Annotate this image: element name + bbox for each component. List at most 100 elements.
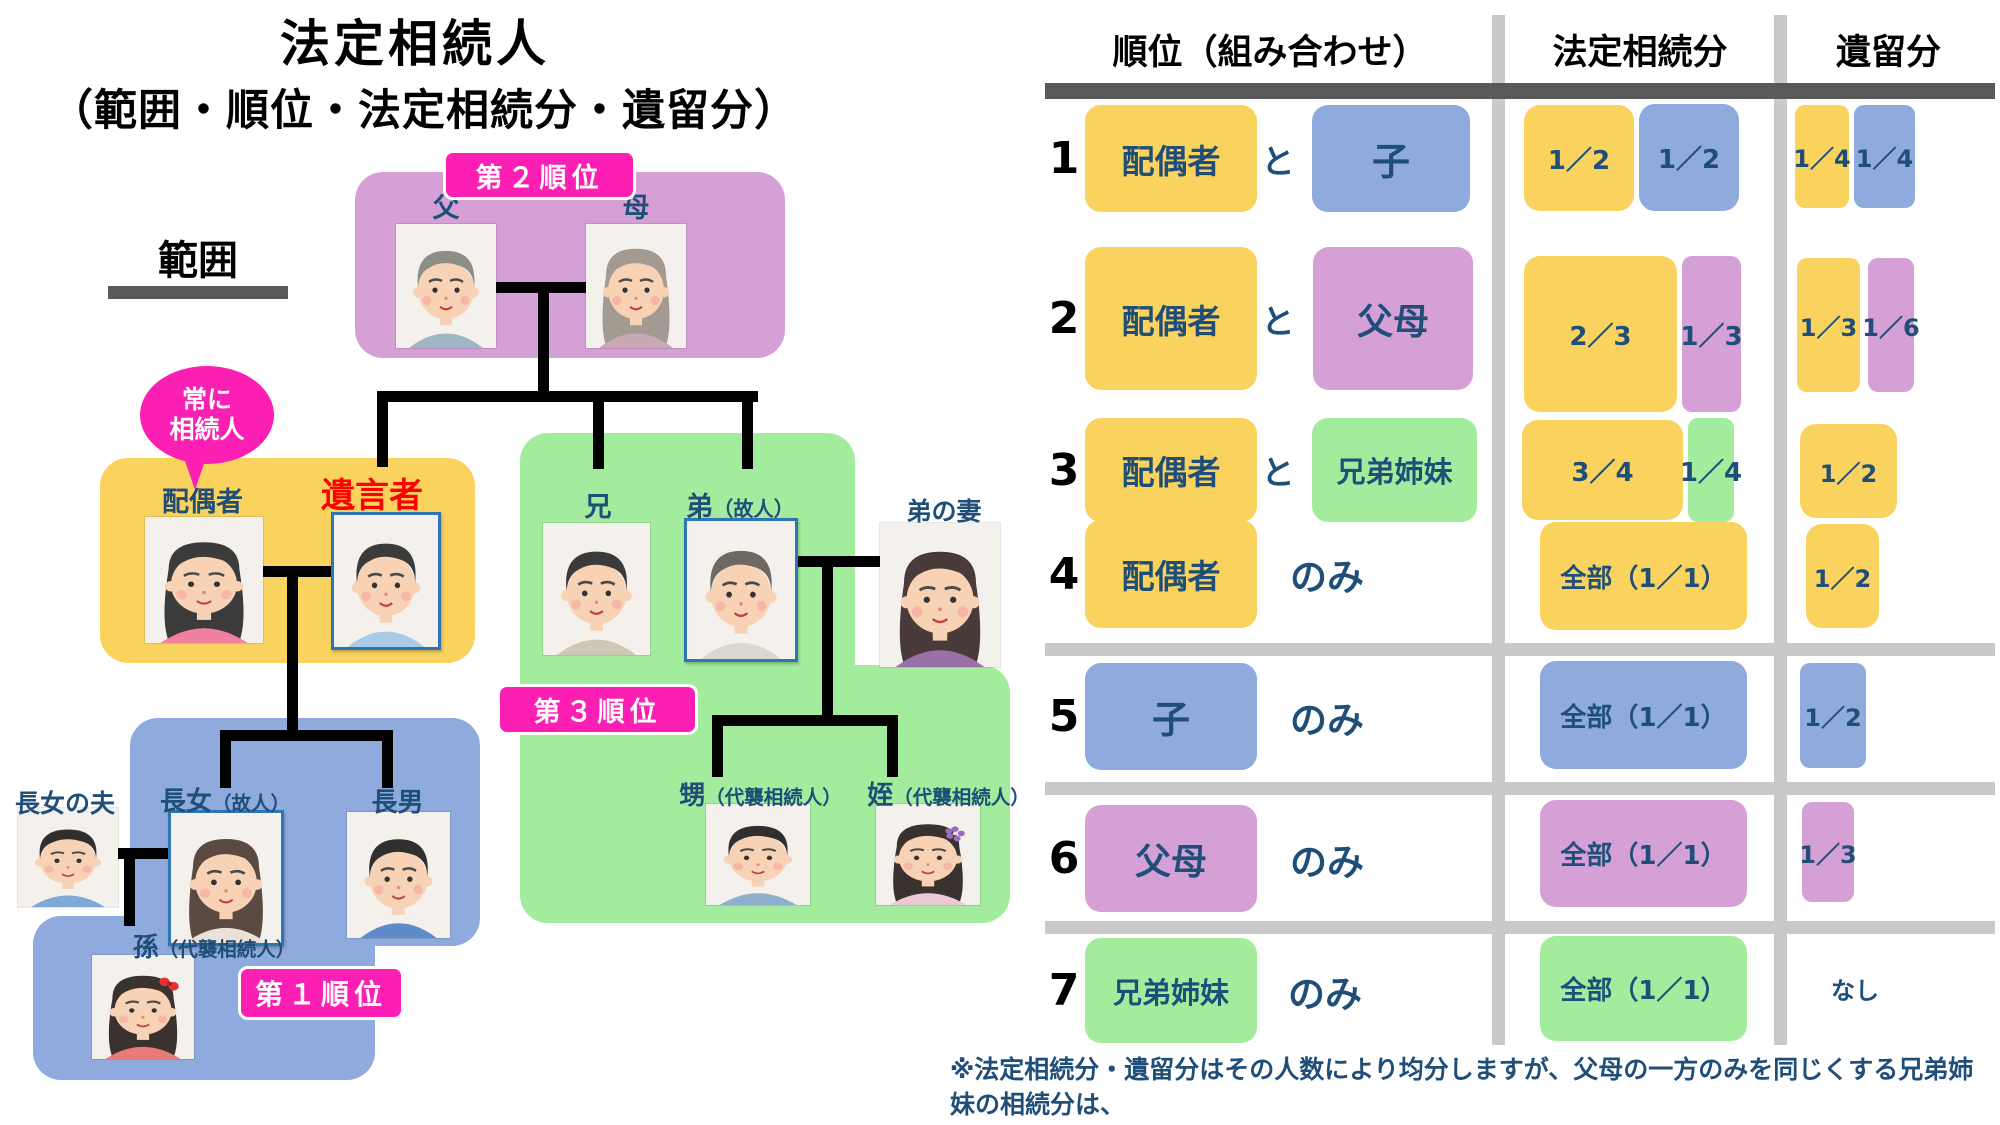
row-7-only-label: のみ <box>1288 972 1362 1016</box>
cartoon-face-nephew <box>706 804 810 905</box>
person-name-testator: 遺言者 <box>321 476 423 516</box>
person-photo-nephew <box>706 804 810 905</box>
line-to-niece <box>887 715 898 777</box>
row-3-statutory-0: 3／4 <box>1522 420 1683 520</box>
row-1-statutory-0: 1／2 <box>1524 105 1634 211</box>
nephew-niece-horizontal-line <box>712 715 898 726</box>
person-photo-father <box>396 224 496 348</box>
row-divider-after-6 <box>1045 921 1995 934</box>
person-label-testator: 遺言者 <box>303 468 441 517</box>
cartoon-face-eldest-son <box>347 812 450 938</box>
row-1-reserved-1: 1／4 <box>1854 105 1915 208</box>
person-suffix-grandchild: （代襲相続人） <box>158 938 296 961</box>
person-name-elder-brother: 兄 <box>584 492 612 523</box>
row-3-combo-right: 兄弟姉妹 <box>1312 418 1477 522</box>
row-2-reserved-1: 1／6 <box>1862 258 1920 392</box>
cartoon-face-grandchild <box>92 955 194 1059</box>
cartoon-face-niece <box>876 804 980 905</box>
person-label-nephew: 甥（代襲相続人） <box>668 775 853 812</box>
row-1-statutory-1: 1／2 <box>1639 104 1739 211</box>
rank1-badge: 第１順位 <box>238 966 404 1020</box>
cartoon-face-elder-brother <box>543 523 650 655</box>
cartoon-face-daughters-husband <box>18 808 118 907</box>
row-3-statutory-1: 1／4 <box>1680 418 1742 522</box>
title-line1: 法定相続人 <box>280 15 550 73</box>
row-2-joiner: と <box>1261 301 1295 341</box>
cartoon-face-younger-brother <box>687 521 795 659</box>
person-suffix-eldest-daughter: （故人） <box>212 792 291 815</box>
person-photo-eldest-daughter <box>168 810 284 946</box>
row-2-reserved-0: 1／3 <box>1797 258 1860 392</box>
person-photo-spouse <box>145 517 263 643</box>
always-heir-line2: 相続人 <box>169 415 245 444</box>
row-7-number: 7 <box>1048 964 1080 1016</box>
person-name-younger-brother: 弟 <box>685 492 713 523</box>
row-2-combo-right: 父母 <box>1313 247 1473 390</box>
line-to-testator <box>377 391 388 467</box>
row-4-combo-left: 配偶者 <box>1085 520 1257 628</box>
brother-down-line <box>822 556 833 726</box>
column-divider-2 <box>1774 15 1787 1045</box>
column-header-statutory-share: 法定相続分 <box>1552 33 1728 73</box>
row-2-statutory-0: 2／3 <box>1524 256 1677 412</box>
person-suffix-younger-brother: （故人） <box>712 497 794 521</box>
person-name-nephew: 甥 <box>679 781 706 811</box>
row-divider-after-5 <box>1045 782 1995 795</box>
row-5-combo-left: 子 <box>1085 663 1257 770</box>
person-photo-eldest-son <box>347 812 450 938</box>
person-name-spouse: 配偶者 <box>162 487 243 518</box>
person-photo-grandchild <box>92 955 194 1059</box>
person-name-eldest-son: 長男 <box>371 788 424 818</box>
row-4-reserved-0: 1／2 <box>1806 524 1879 628</box>
row-6-combo-left: 父母 <box>1085 805 1257 912</box>
person-name-niece: 姪 <box>867 781 894 811</box>
page-title: 法定相続人 （範囲・順位・法定相続分・遺留分） <box>50 4 797 138</box>
person-label-grandchild: 孫（代襲相続人） <box>118 927 310 964</box>
cartoon-face-brothers-wife <box>880 523 1000 667</box>
line-to-eldest-daughter <box>220 730 231 788</box>
rank2-badge: 第２順位 <box>443 150 636 200</box>
line-to-nephew <box>712 715 723 777</box>
person-name-eldest-daughter: 長女 <box>159 787 212 817</box>
brother-couple-line <box>792 556 882 567</box>
line-to-grandchild <box>124 848 135 926</box>
row-1-joiner: と <box>1261 141 1295 181</box>
person-photo-younger-brother <box>684 518 798 662</box>
row-4-number: 4 <box>1048 548 1080 600</box>
cartoon-face-spouse <box>145 517 263 643</box>
children-horizontal-line <box>220 730 393 741</box>
cartoon-face-testator <box>334 515 438 647</box>
person-label-daughters-husband: 長女の夫 <box>5 784 125 820</box>
line-to-elder-brother <box>593 391 604 469</box>
testator-couple-line <box>263 566 333 577</box>
person-photo-niece <box>876 804 980 905</box>
person-name-grandchild: 孫 <box>132 933 159 963</box>
row-2-statutory-1: 1／3 <box>1680 256 1743 412</box>
cartoon-face-mother <box>586 224 686 348</box>
always-heir-bubble: 常に 相続人 <box>140 366 274 464</box>
person-suffix-niece: （代襲相続人） <box>893 786 1030 809</box>
row-divider-after-4 <box>1045 643 1995 656</box>
row-6-reserved-0: 1／3 <box>1799 802 1857 902</box>
footnote-line1: ※法定相続分・遺留分はその人数により均分しますが、父母の一方のみを同じくする兄弟… <box>950 1055 1974 1119</box>
row-2-number: 2 <box>1048 292 1080 344</box>
row-7-reserved-0: なし <box>1831 976 1879 1005</box>
person-photo-testator <box>331 512 441 650</box>
footnote: ※法定相続分・遺留分はその人数により均分しますが、父母の一方のみを同じくする兄弟… <box>950 1052 1998 1125</box>
row-7-statutory-0: 全部（1／1） <box>1540 936 1747 1041</box>
column-divider-1 <box>1492 15 1505 1045</box>
person-suffix-nephew: （代襲相続人） <box>705 786 842 809</box>
person-label-elder-brother: 兄 <box>548 485 648 524</box>
person-label-niece: 姪（代襲相続人） <box>856 775 1041 812</box>
person-label-eldest-son: 長男 <box>345 782 450 819</box>
column-header-reserved-share: 遺留分 <box>1835 33 1941 73</box>
row-6-number: 6 <box>1048 832 1080 884</box>
person-name-brothers-wife: 弟の妻 <box>906 497 982 526</box>
row-4-only-label: のみ <box>1290 556 1364 599</box>
person-label-brothers-wife: 弟の妻 <box>883 492 1005 528</box>
row-7-combo-left: 兄弟姉妹 <box>1085 938 1257 1043</box>
row-6-only-label: のみ <box>1290 840 1364 884</box>
header-underline-bar <box>1045 83 1995 99</box>
person-name-daughters-husband: 長女の夫 <box>14 789 115 818</box>
